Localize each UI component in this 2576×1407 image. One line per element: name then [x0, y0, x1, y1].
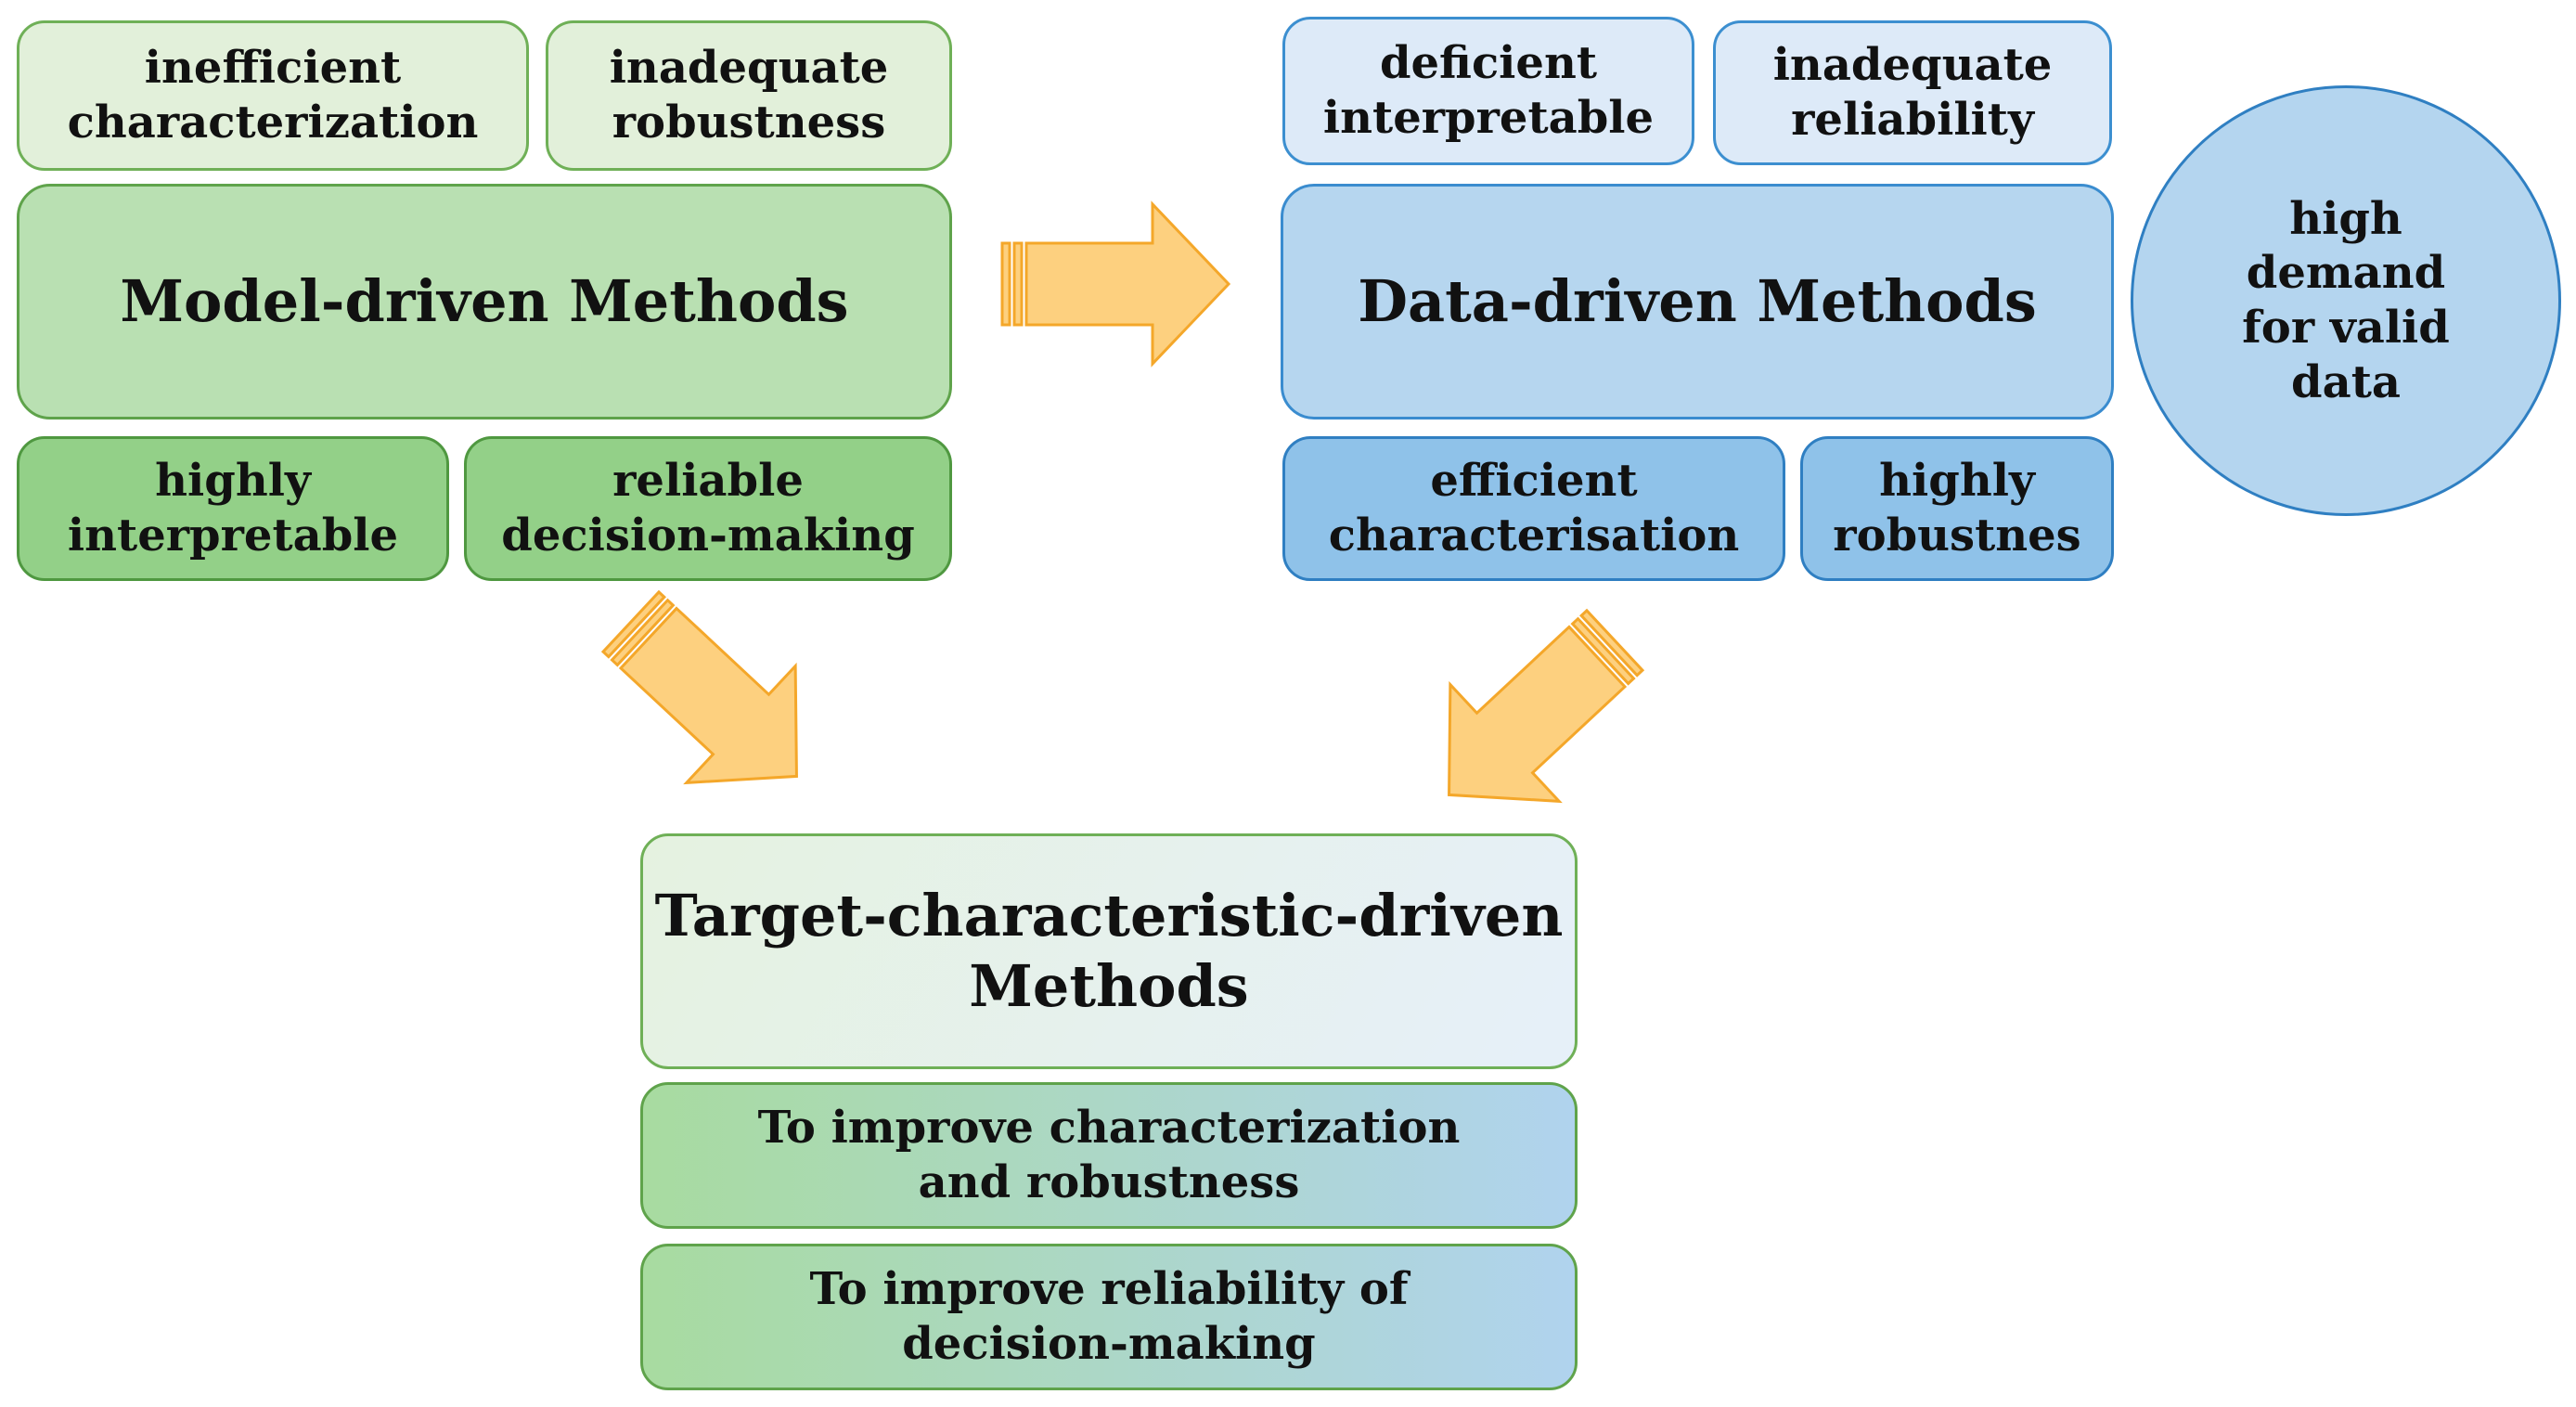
- arrow-data-to-target: [1393, 580, 1671, 855]
- data-strength-robustnes: highly robustnes: [1800, 436, 2114, 581]
- model-weakness-characterization: inefficient characterization: [17, 20, 529, 171]
- high-demand-circle: high demand for valid data: [2131, 85, 2561, 516]
- target-characteristic-methods-box: Target-characteristic-driven Methods: [640, 833, 1578, 1069]
- arrow-model-to-target: [574, 562, 853, 836]
- data-strength-characterisation: efficient characterisation: [1282, 436, 1785, 581]
- data-weakness-interpretable: deficient interpretable: [1282, 17, 1694, 165]
- data-driven-methods-box: Data-driven Methods: [1281, 184, 2114, 420]
- arrow-model-to-data: [1000, 202, 1230, 366]
- goal-characterization-robustness: To improve characterization and robustne…: [640, 1082, 1578, 1229]
- model-strength-interpretable: highly interpretable: [17, 436, 449, 581]
- data-weakness-reliability: inadequate reliability: [1713, 20, 2112, 165]
- model-driven-methods-box: Model-driven Methods: [17, 184, 952, 420]
- goal-reliability-decision-making: To improve reliability of decision-makin…: [640, 1244, 1578, 1390]
- model-strength-decision-making: reliable decision-making: [464, 436, 952, 581]
- model-weakness-robustness: inadequate robustness: [546, 20, 952, 171]
